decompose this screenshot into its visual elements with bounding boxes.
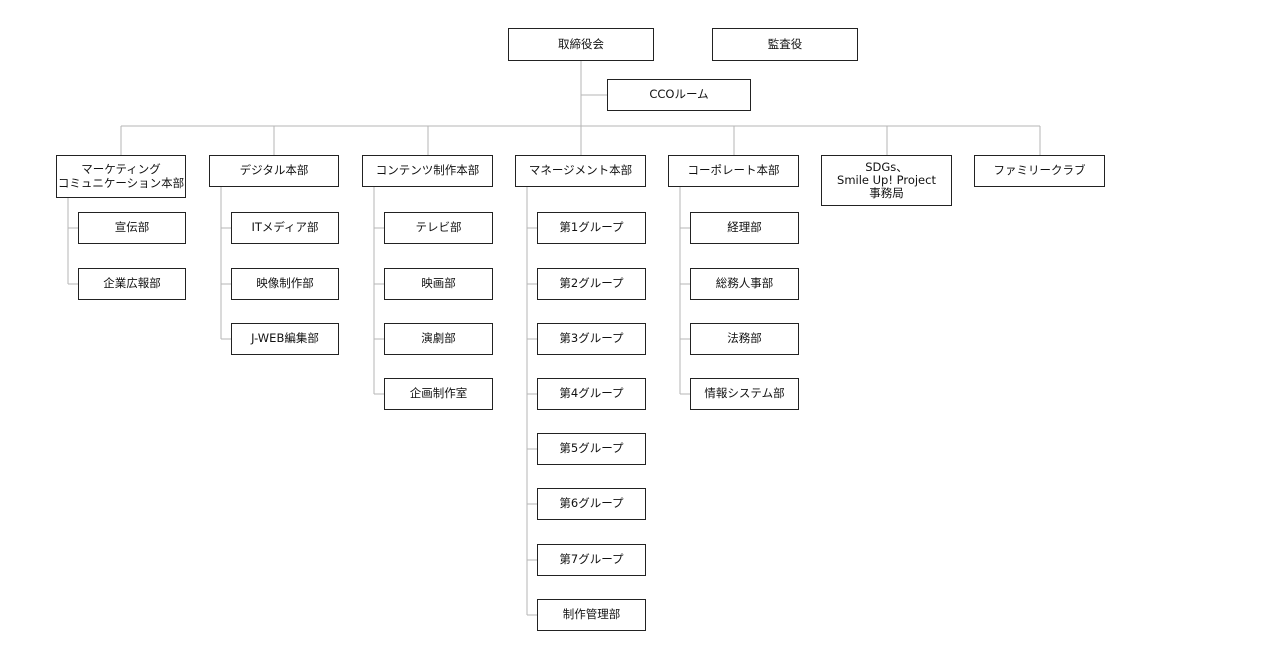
division-sdgs-office-box: SDGs、 Smile Up! Project 事務局	[821, 155, 952, 206]
group-7-box: 第7グループ	[537, 544, 646, 576]
division-family-club-box: ファミリークラブ	[974, 155, 1105, 187]
group-5-box: 第5グループ	[537, 433, 646, 465]
dept-accounting-box: 経理部	[690, 212, 799, 244]
division-content-production-box: コンテンツ制作本部	[362, 155, 493, 187]
board-of-directors-box: 取締役会	[508, 28, 654, 61]
dept-theater-box: 演劇部	[384, 323, 493, 355]
dept-j-web-editorial-box: J-WEB編集部	[231, 323, 339, 355]
dept-production-management-box: 制作管理部	[537, 599, 646, 631]
auditor-box: 監査役	[712, 28, 858, 61]
dept-film-box: 映画部	[384, 268, 493, 300]
division-digital-box: デジタル本部	[209, 155, 339, 187]
dept-general-affairs-hr-box: 総務人事部	[690, 268, 799, 300]
division-management-box: マネージメント本部	[515, 155, 646, 187]
dept-information-systems-box: 情報システム部	[690, 378, 799, 410]
group-4-box: 第4グループ	[537, 378, 646, 410]
dept-planning-production-box: 企画制作室	[384, 378, 493, 410]
group-1-box: 第1グループ	[537, 212, 646, 244]
dept-legal-box: 法務部	[690, 323, 799, 355]
division-marketing-communication-box: マーケティング コミュニケーション本部	[56, 155, 186, 198]
dept-corporate-pr-box: 企業広報部	[78, 268, 186, 300]
dept-it-media-box: ITメディア部	[231, 212, 339, 244]
group-2-box: 第2グループ	[537, 268, 646, 300]
dept-advertising-box: 宣伝部	[78, 212, 186, 244]
group-3-box: 第3グループ	[537, 323, 646, 355]
dept-tv-box: テレビ部	[384, 212, 493, 244]
dept-video-production-box: 映像制作部	[231, 268, 339, 300]
division-corporate-box: コーポレート本部	[668, 155, 799, 187]
cco-room-box: CCOルーム	[607, 79, 751, 111]
group-6-box: 第6グループ	[537, 488, 646, 520]
